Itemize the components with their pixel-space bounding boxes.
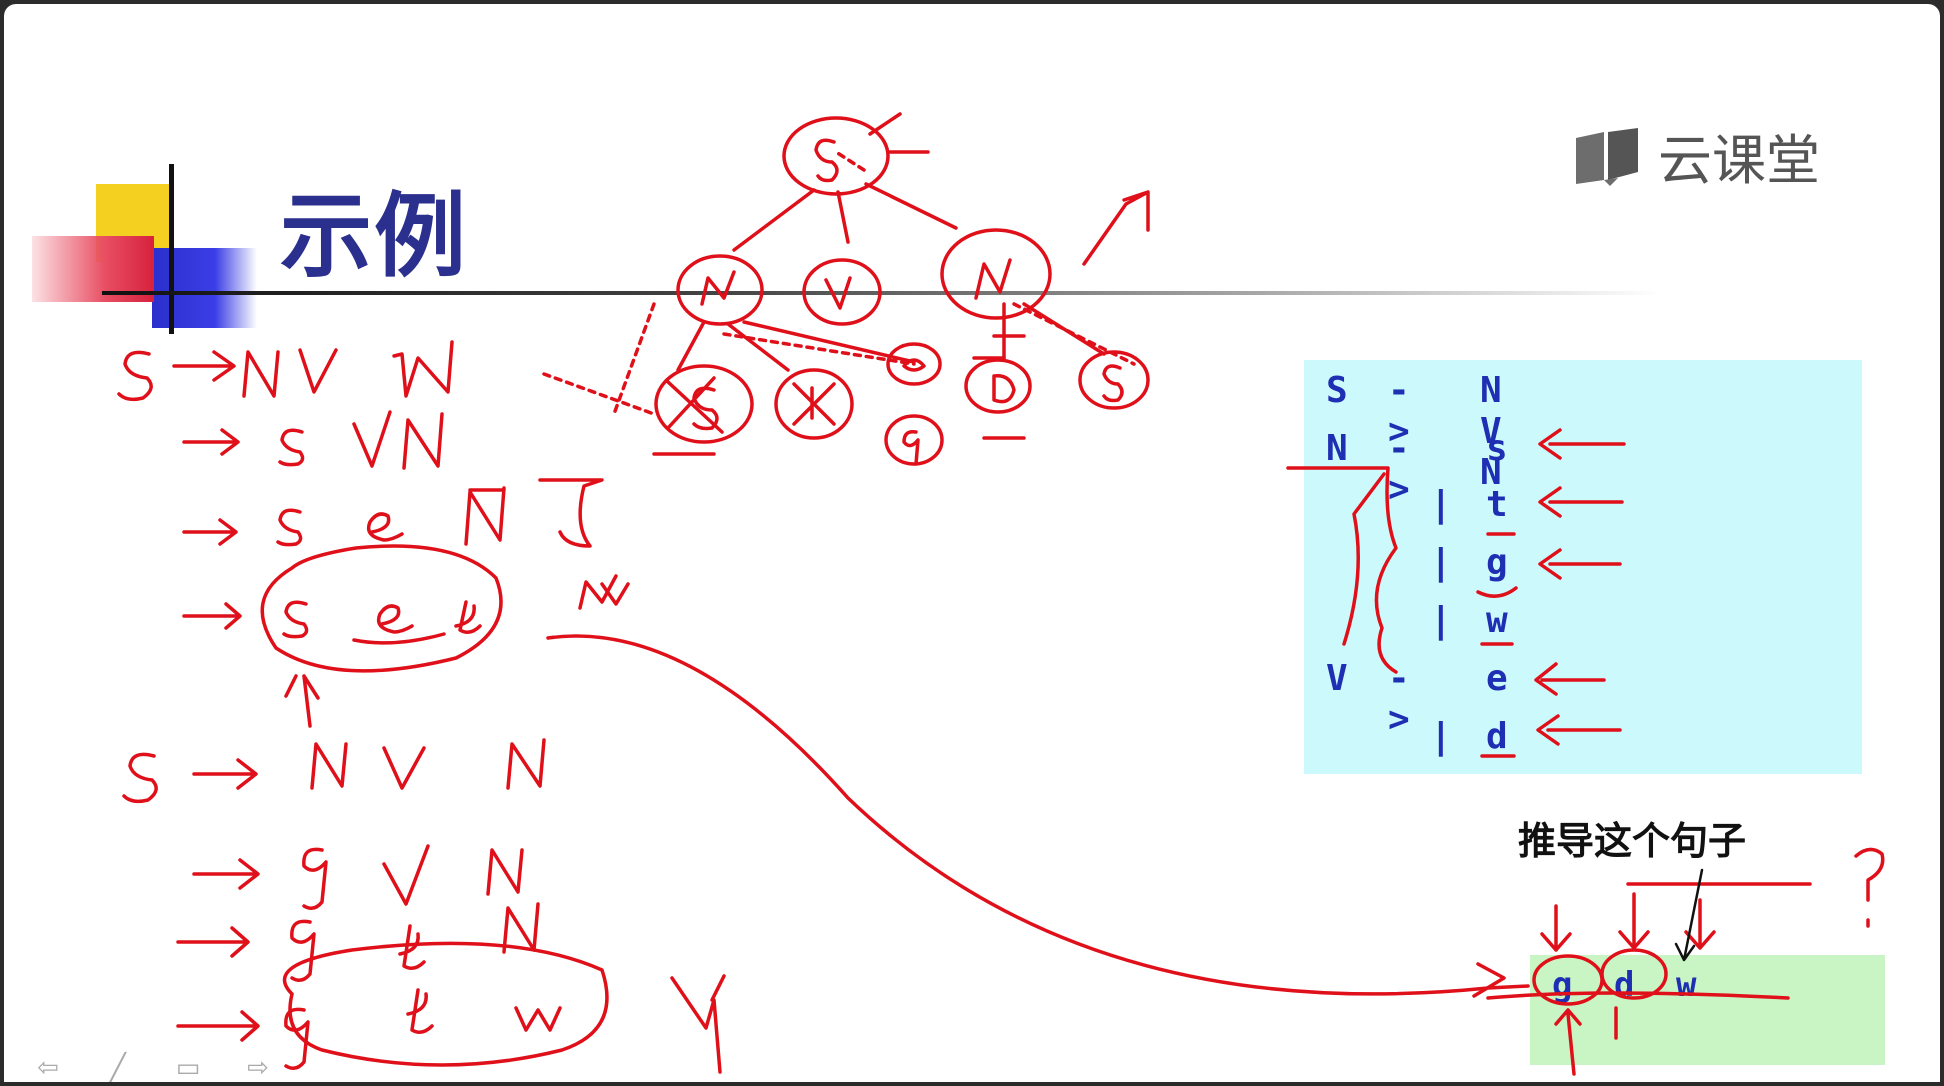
pen-icon[interactable]: ╱ [110,1053,126,1082]
grammar-arrow: | [1430,484,1452,525]
grammar-arrow: | [1430,716,1452,757]
book-icon [1576,127,1638,186]
grammar-box: S -> N V N N -> s | t | g | w V -> e [1304,360,1862,774]
grammar-lhs: S [1326,370,1348,411]
slide: 示例 云课堂 S -> N V N N -> s | t | g [4,4,1940,1082]
grammar-rhs: t [1486,484,1508,525]
arrow-right-icon[interactable]: ⇨ [247,1053,269,1082]
grammar-arrow: -> [1388,658,1410,740]
menu-icon[interactable]: ▭ [175,1053,201,1082]
grammar-rhs: e [1486,658,1508,699]
grammar-rhs: w [1486,600,1508,641]
sentence-word: g [1552,965,1573,1005]
grammar-arrow: -> [1388,370,1410,452]
sentence-word: w [1676,965,1697,1005]
ink-parse-tree [542,112,1150,466]
grammar-lhs: V [1326,658,1348,699]
grammar-arrow: | [1430,600,1452,641]
title-decor-blue [152,248,257,328]
grammar-rhs: s [1486,428,1508,469]
grammar-lhs: N [1326,428,1348,469]
grammar-rhs: d [1486,716,1508,757]
sentence-word: d [1614,965,1635,1005]
sentence-caption: 推导这个句子 [1518,819,1747,863]
logo-text: 云课堂 [1658,129,1820,192]
slide-title: 示例 [280,183,469,290]
grammar-arrow: -> [1388,428,1410,510]
ink-derivation-1 [117,340,630,728]
sentence-box: g d w [1530,955,1885,1065]
logo: 云课堂 [1574,116,1820,195]
ink-derivation-2 [122,738,726,1074]
grammar-arrow: | [1430,542,1452,583]
grammar-rhs: N V N [1480,370,1502,493]
grammar-rhs: g [1486,542,1508,583]
arrow-left-icon[interactable]: ⇦ [37,1053,59,1082]
title-decor-vertical-line [169,164,174,334]
slide-nav: ⇦ ╱ ▭ ⇨ [28,1053,278,1082]
